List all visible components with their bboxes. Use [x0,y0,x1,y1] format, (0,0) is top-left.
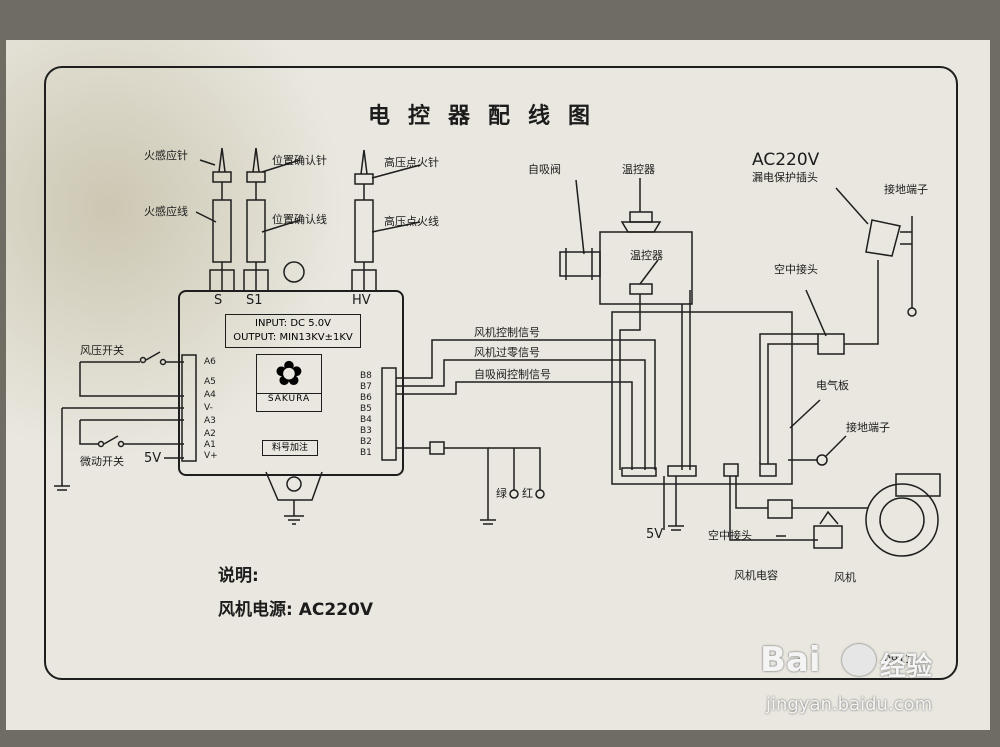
board-label: 电气板 [816,379,849,392]
terminal-hv: HV [352,293,371,308]
hv-needle-label: 高压点火针 [384,156,439,169]
serial-number: 0911 [884,653,912,666]
leak-plug-label: 漏电保护插头 [752,171,818,184]
air-connector-top-label: 空中接头 [774,263,818,276]
paper-sheet [6,40,990,730]
ac220-label: AC220V [752,150,820,170]
ground-mid-label: 接地端子 [846,421,890,434]
air-connector-top [817,333,845,355]
valve-control-signal: 自吸阀控制信号 [474,368,551,381]
brand-name: SAKURA [257,393,321,404]
fan-capacitor [813,525,843,549]
top-ground-screw [283,261,305,283]
capacitor-label: 风机电容 [734,569,778,582]
appliance-housing [611,311,793,485]
pin-b5: B5 [360,404,372,414]
diagram-border [44,66,958,680]
left-5v-label: 5V [144,451,162,466]
thermostat-mid-label: 温控器 [630,249,663,262]
position-wire-label: 位置确认线 [272,213,327,226]
pin-b7: B7 [360,382,372,392]
model-label: 料号加注 [262,440,318,456]
hv-wire-label: 高压点火线 [384,215,439,228]
fan-label: 风机 [834,571,856,584]
pin-b2: B2 [360,437,372,447]
green-lamp-label: 绿 [496,487,507,500]
pin-b4: B4 [360,415,372,425]
hv-electrode [354,149,374,290]
pin-b3: B3 [360,426,372,436]
pin-a1: A1 [204,440,216,450]
pin-a5: A5 [204,377,216,387]
self-priming-valve [599,231,693,305]
fan-control-signal: 风机控制信号 [474,326,540,339]
sakura-logo: ✿ SAKURA [256,354,322,412]
pin-a6: A6 [204,357,216,367]
watermark-bai: Bai [760,640,821,680]
pin-a4: A4 [204,390,216,400]
valve-label: 自吸阀 [528,163,561,176]
red-lamp-label: 红 [522,487,533,500]
fan [865,483,939,557]
ground-top-label: 接地端子 [884,183,928,196]
flame-needle-label: 火感应针 [144,149,188,162]
notes-heading: 说明: [218,566,259,586]
pin-v+: V+ [204,451,218,461]
controller-box [178,290,404,476]
pin-a2: A2 [204,429,216,439]
right-5v-label: 5V [646,527,664,542]
position-needle-label: 位置确认针 [272,154,327,167]
paper-stain [6,40,346,460]
watermark-jingyan: 经验 [880,652,933,682]
controller-spec: INPUT: DC 5.0V OUTPUT: MIN13KV±1KV [225,314,361,348]
pin-v-: V- [204,403,213,413]
leak-protection-plug [865,219,901,257]
pin-a3: A3 [204,416,216,426]
terminal-s1: S1 [246,293,263,308]
page-title: 电控器配线图 [368,104,609,129]
pin-b1: B1 [360,448,372,458]
thermostat-top-label: 温控器 [622,163,655,176]
pin-b6: B6 [360,393,372,403]
air-connector-bottom-label: 空中接头 [708,529,752,542]
pin-b8: B8 [360,371,372,381]
flame-wire-label: 火感应线 [144,205,188,218]
spec-input: INPUT: DC 5.0V [255,318,331,329]
paw-icon [842,644,876,676]
watermark-url: jingyan.baidu.com [766,694,933,715]
linkage-switch-label: 微动开关 [80,455,124,468]
spec-output: OUTPUT: MIN13KV±1KV [233,332,353,343]
air-connector-bottom [767,499,793,519]
position-electrode [246,147,266,290]
flower-icon: ✿ [274,354,304,394]
flame-electrode [212,147,232,290]
fan-pressure-switch-label: 风压开关 [80,344,124,357]
fan-zero-signal: 风机过零信号 [474,346,540,359]
baidu-watermark: Bai 经验 jingyan.baidu.com [760,640,970,740]
notes-fan-power: 风机电源: AC220V [218,600,373,620]
terminal-s: S [214,293,223,308]
